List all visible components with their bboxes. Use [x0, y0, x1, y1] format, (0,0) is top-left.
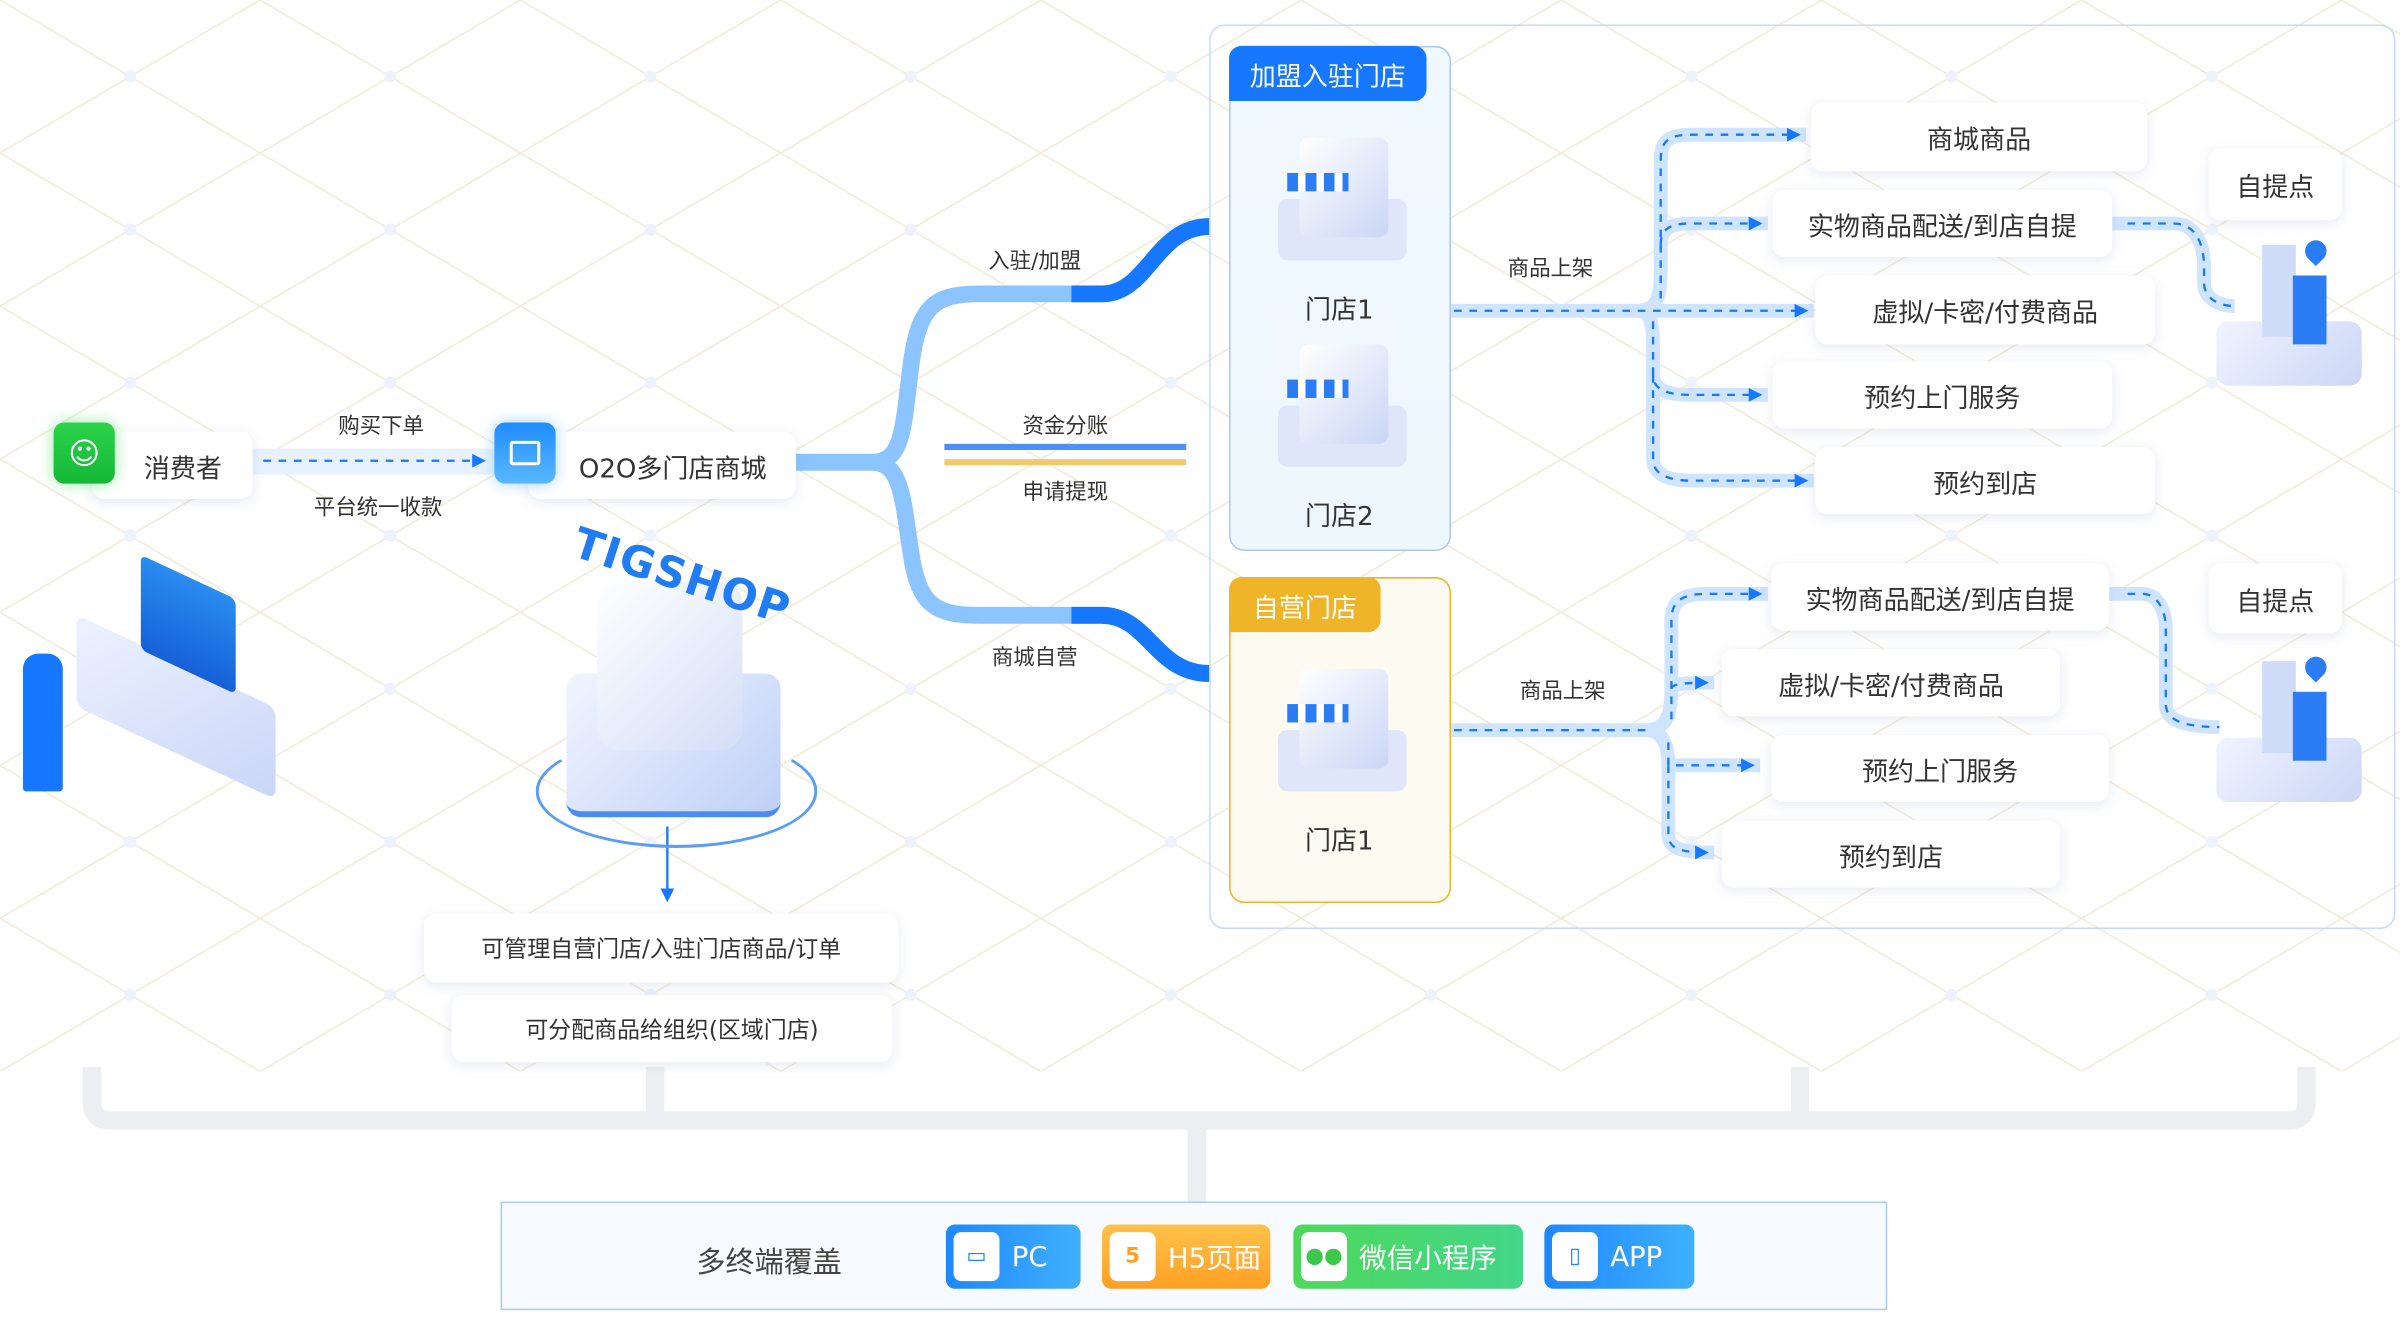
store-icon — [1278, 337, 1407, 475]
mall-node: O2O多门店商城 — [528, 431, 796, 499]
product-type-item: 实物商品配送/到店自提 — [1772, 189, 2113, 258]
store-label: 门店1 — [1304, 826, 1374, 858]
building-location-icon — [2216, 235, 2362, 390]
pickup-point-label: 自提点 — [2208, 563, 2342, 634]
product-type-item: 商城商品 — [1810, 102, 2148, 172]
monitor-chart-icon — [494, 422, 556, 484]
terminal-app[interactable]: ▯ APP — [1544, 1224, 1695, 1289]
self-run-header: 自营门店 — [1229, 577, 1381, 633]
product-type-item: 预约到店 — [1721, 820, 2061, 888]
product-type-item: 预约上门服务 — [1770, 734, 2110, 803]
html5-icon: 5 — [1109, 1232, 1156, 1282]
product-type-item: 虚拟/卡密/付费商品 — [1721, 648, 2061, 717]
store-label: 门店2 — [1304, 502, 1374, 533]
tigshop-illustration: TIGSHOP — [474, 517, 872, 857]
laptop-illustration — [22, 554, 283, 800]
terminal-label: H5页面 — [1167, 1242, 1262, 1275]
terminal-h5[interactable]: 5 H5页面 — [1102, 1224, 1271, 1289]
product-type-item: 虚拟/卡密/付费商品 — [1815, 275, 2156, 345]
franchise-stores-box — [1229, 45, 1452, 552]
shelf-label: 商品上架 — [1519, 679, 1606, 705]
store-panel — [1209, 24, 2396, 930]
consumer-label: 消费者 — [143, 453, 222, 485]
pickup-point-label: 自提点 — [2208, 148, 2342, 221]
terminal-wechat-miniprogram[interactable]: ●● 微信小程序 — [1293, 1224, 1523, 1289]
terminal-coverage-label: 多终端覆盖 — [696, 1245, 842, 1280]
capability-item: 可分配商品给组织(区域门店) — [451, 994, 893, 1063]
self-label: 商城自营 — [991, 645, 1078, 671]
split-label: 资金分账 — [1022, 414, 1109, 440]
wechat-icon: ●● — [1301, 1232, 1347, 1282]
monitor-icon: ▭ — [953, 1232, 1000, 1282]
product-type-item: 预约上门服务 — [1772, 361, 2113, 429]
store-icon — [1278, 661, 1407, 799]
store-icon — [1278, 130, 1407, 268]
collect-label: 平台统一收款 — [313, 495, 443, 521]
user-group-icon: ☺ — [53, 422, 115, 484]
product-type-item: 实物商品配送/到店自提 — [1770, 563, 2110, 631]
capability-item: 可管理自营门店/入驻门店商品/订单 — [423, 913, 899, 983]
mall-label: O2O多门店商城 — [578, 453, 767, 485]
consumer-node: 消费者 — [91, 431, 253, 499]
terminal-label: APP — [1610, 1240, 1663, 1273]
buy-label: 购买下单 — [338, 414, 424, 440]
product-type-item: 预约到店 — [1815, 446, 2156, 515]
building-location-icon — [2216, 652, 2362, 807]
terminal-label: 微信小程序 — [1359, 1242, 1497, 1275]
mobile-icon: ▯ — [1552, 1232, 1598, 1282]
withdraw-label: 申请提现 — [1022, 480, 1109, 506]
join-label: 入驻/加盟 — [988, 249, 1082, 274]
franchise-header: 加盟入驻门店 — [1229, 45, 1427, 102]
terminal-pc[interactable]: ▭ PC — [945, 1224, 1081, 1289]
terminal-label: PC — [1011, 1240, 1048, 1273]
shelf-label: 商品上架 — [1507, 257, 1594, 282]
store-label: 门店1 — [1304, 295, 1374, 327]
